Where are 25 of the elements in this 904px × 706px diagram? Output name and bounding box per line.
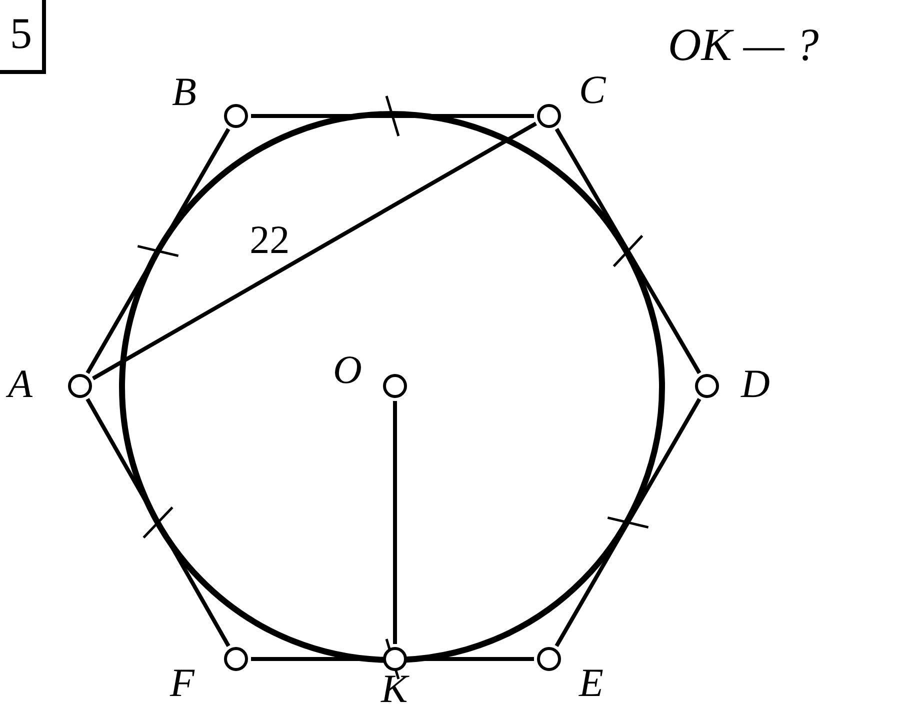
line-segment xyxy=(92,122,537,380)
point-label: K xyxy=(381,669,408,706)
point-marker xyxy=(537,647,561,671)
point-marker xyxy=(383,647,407,671)
point-marker xyxy=(537,104,561,128)
point-label: D xyxy=(741,364,770,404)
point-marker xyxy=(383,374,407,398)
point-marker xyxy=(224,104,248,128)
point-label: B xyxy=(172,72,196,112)
point-marker xyxy=(695,374,719,398)
line-segment xyxy=(393,401,397,644)
line-segment xyxy=(554,398,702,648)
problem-number: 5 xyxy=(0,0,46,74)
point-label: C xyxy=(579,70,606,110)
point-marker xyxy=(68,374,92,398)
line-segment xyxy=(86,128,230,374)
point-label: O xyxy=(333,350,362,390)
line-segment xyxy=(554,128,702,374)
point-label: E xyxy=(579,663,604,703)
point-label: F xyxy=(170,663,194,703)
question-text: OK — ? xyxy=(668,22,819,68)
line-segment xyxy=(86,398,230,647)
point-marker xyxy=(224,647,248,671)
line-segment xyxy=(251,114,534,118)
point-label: A xyxy=(8,364,32,404)
